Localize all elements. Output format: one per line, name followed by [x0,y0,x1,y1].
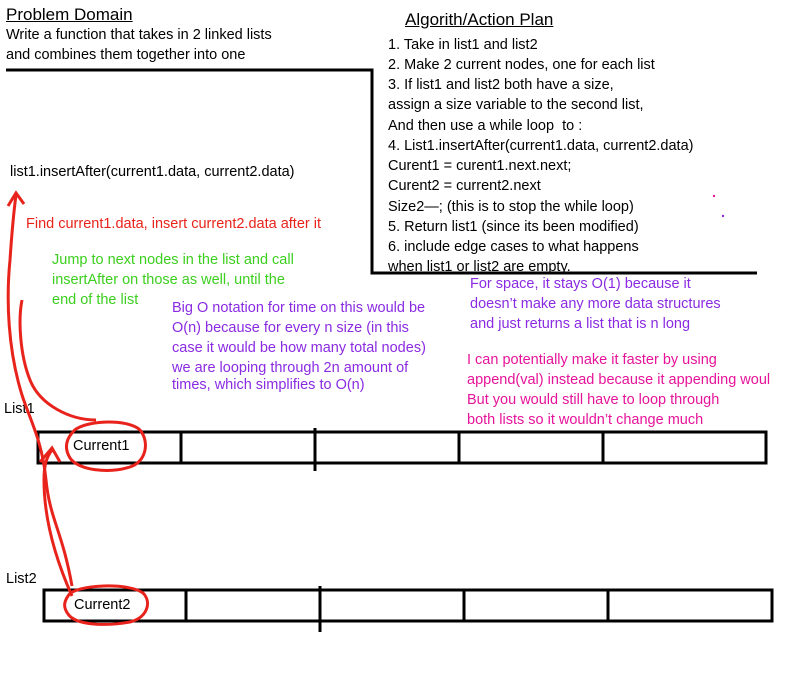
big-o-time-line: times, which simplifies to O(n) [172,377,365,393]
action-plan-line: 2. Make 2 current nodes, one for each li… [388,57,655,73]
jump-note-line: insertAfter on those as well, until the [52,272,285,288]
find-insert-note: Find current1.data, insert current2.data… [26,216,321,232]
big-o-time-line: O(n) because for every n size (in this [172,320,409,336]
list2-label: List2 [6,571,37,587]
jump-note-line: end of the list [52,292,139,308]
action-plan-line: Size2—; (this is to stop the while loop) [388,199,634,215]
insert-after-call: list1.insertAfter(current1.data, current… [10,164,295,180]
space-note-line: and just returns a list that is n long [470,316,691,332]
action-plan-line: Curent1 = curent1.next.next; [388,158,572,174]
list2-nodes [42,586,774,632]
action-plan-line: 3. If list1 and list2 both have a size, [388,77,614,93]
red-arrow-to-call [6,194,74,587]
red-arrow-to-list1 [18,299,97,422]
action-plan-line: And then use a while loop to : [388,118,583,134]
action-plan-title: Algorith/Action Plan [405,10,554,29]
current1-circle [64,420,147,472]
space-note-line: doesn’t make any more data structures [470,296,721,312]
action-plan-line: assign a size variable to the second lis… [388,97,644,113]
jump-note-line: Jump to next nodes in the list and call [52,252,294,268]
stray-dot [721,214,725,218]
problem-domain-line: Write a function that takes in 2 linked … [6,27,272,43]
action-plan-line: when list1 or list2 are empty. [388,259,571,275]
space-note-line: For space, it stays O(1) because it [470,276,691,292]
big-o-time-line: case it would be how many total nodes) [172,340,426,356]
action-plan-line: 4. List1.insertAfter(current1.data, curr… [388,138,694,154]
stray-dot [712,194,716,198]
faster-note-line: both lists so it wouldn’t change much [467,412,704,428]
red-arrow-head [38,445,62,463]
action-plan-line: Curent2 = current2.next [388,178,541,194]
action-plan-line: 6. include edge cases to what happens [388,239,639,255]
big-o-time-line: we are looping through 2n amount of [172,360,409,376]
faster-note-line: I can potentially make it faster by usin… [467,352,717,368]
red-arrow-current2-to-current1 [42,449,74,597]
red-arrow-head [6,190,26,207]
current2-label: Current2 [74,597,131,613]
faster-note-line: append(val) instead because it appending… [467,372,771,388]
faster-note-line: But you would still have to loop through [467,392,720,408]
list2-container [42,588,774,623]
problem-domain-title: Problem Domain [6,5,133,24]
list1-nodes [36,428,768,471]
list1-container [36,430,768,465]
current2-circle [63,584,149,626]
current1-label: Current1 [73,438,130,454]
problem-domain-line: and combines them together into one [6,47,246,63]
action-plan-line: 1. Take in list1 and list2 [388,37,538,53]
big-o-time-line: Big O notation for time on this would be [172,300,426,316]
action-plan-line: 5. Return list1 (since its been modified… [388,219,639,235]
section-divider [6,68,757,275]
